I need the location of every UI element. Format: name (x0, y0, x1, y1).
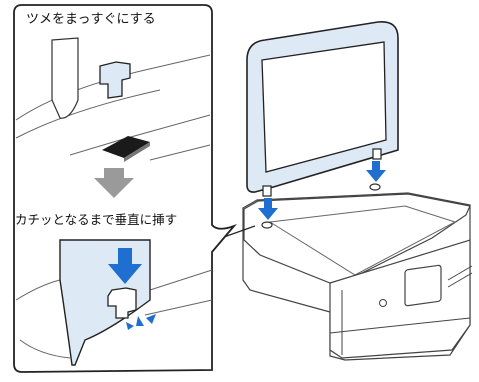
printer (242, 183, 473, 361)
power-button-icon (379, 299, 387, 307)
cover-tab-inserted (107, 287, 137, 319)
hinge-hole-right (369, 183, 381, 191)
click-spark-icon (126, 314, 156, 330)
document-cover (246, 21, 399, 197)
down-arrow-icon (366, 161, 386, 182)
control-panel-screen (404, 264, 442, 307)
step2-caption: カチッとなるまで垂直に挿す (15, 212, 178, 228)
down-arrow-icon (258, 198, 278, 220)
step1-caption: ツメをまっすぐにする (26, 12, 156, 28)
hinge-tab-right (372, 148, 382, 160)
hinge-tab-left (262, 185, 272, 197)
step1-illustration (15, 37, 211, 162)
hinge-slot (102, 136, 150, 158)
down-arrow-icon (108, 248, 142, 284)
down-arrow-icon (94, 168, 134, 198)
cover-tab-upright (99, 61, 131, 99)
hinge-hole-left (261, 221, 273, 229)
